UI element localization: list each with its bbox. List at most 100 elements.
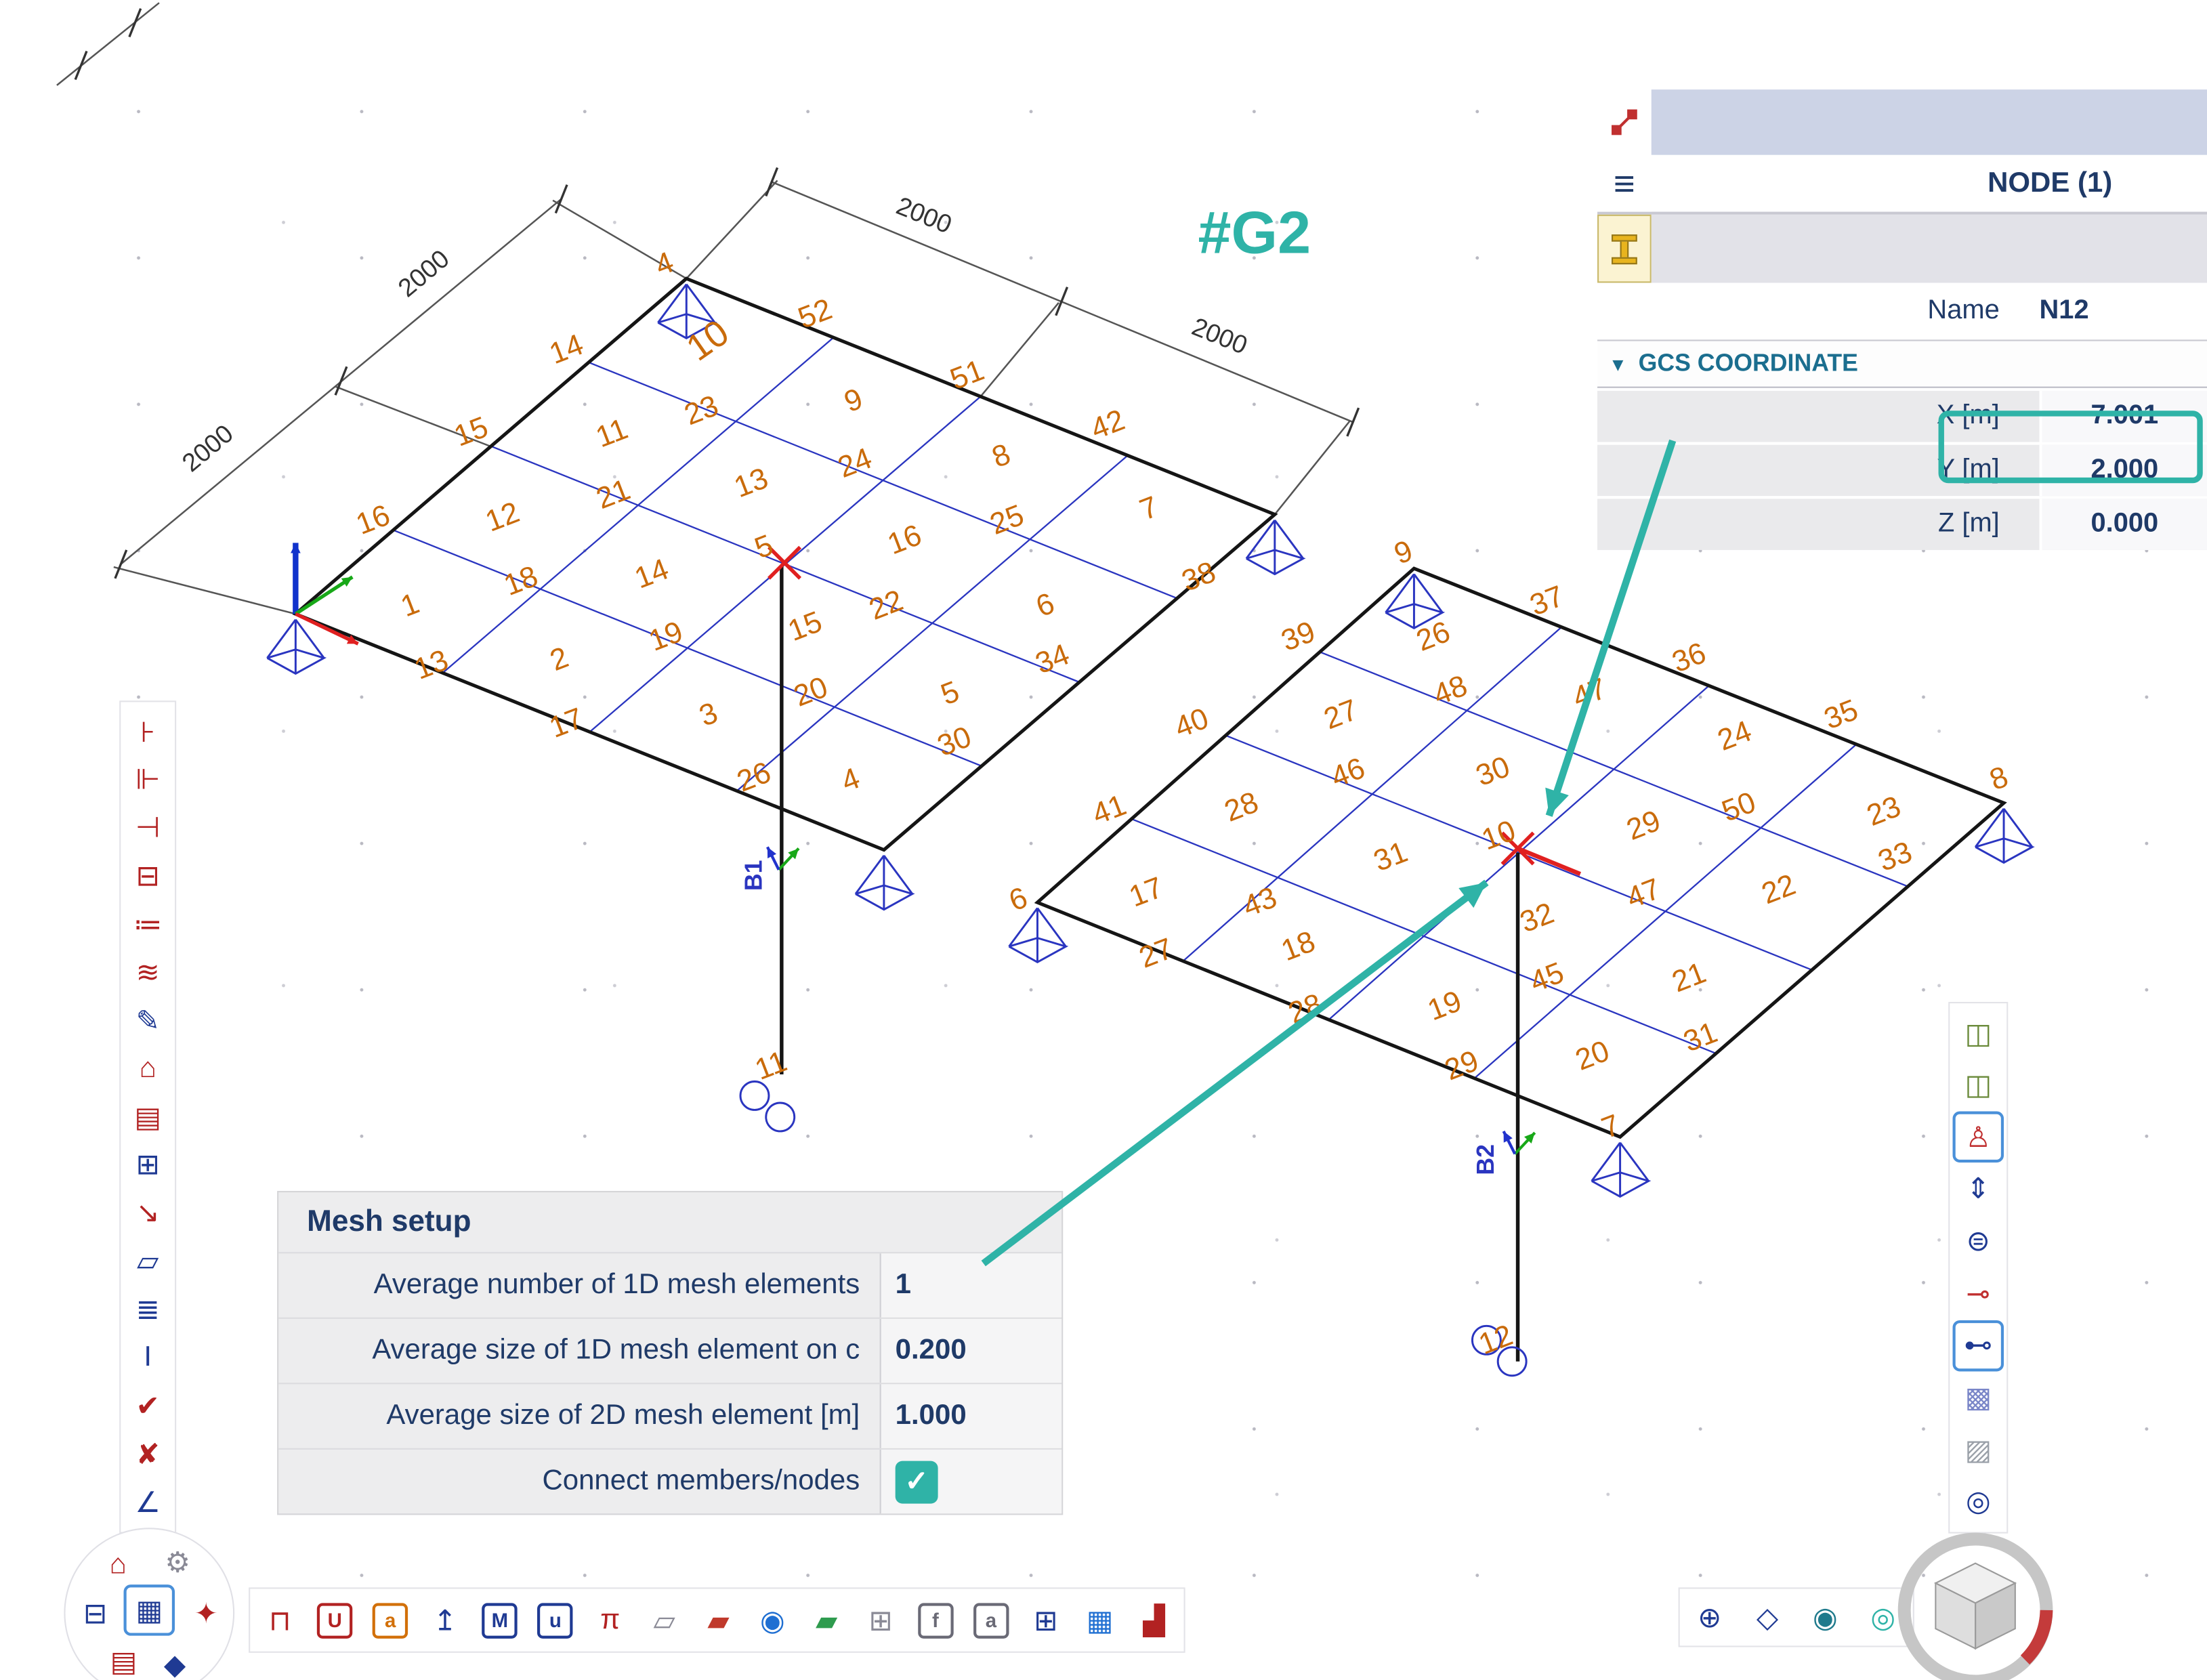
flexible-support-icon[interactable]: ⊟ (135, 861, 160, 893)
delete-icon[interactable]: ✘ (135, 1439, 160, 1471)
solid-icon[interactable]: ◆ (163, 1649, 186, 1680)
node-link-icon[interactable] (1597, 89, 1652, 155)
library-icon[interactable]: ▤ (110, 1646, 138, 1678)
region-icon[interactable]: ▱ (137, 1246, 159, 1278)
alpha-icon[interactable]: a (973, 1602, 1009, 1638)
mesh-number: 16 (883, 518, 926, 561)
zoom-icon[interactable]: ⊕ (1698, 1602, 1722, 1634)
solids-icon[interactable]: ⊞ (868, 1605, 893, 1637)
moment-label-icon[interactable]: M (482, 1602, 518, 1638)
frame-section-icon[interactable]: ◫ (1964, 1018, 1992, 1050)
arrow-corner-icon[interactable]: ↘ (135, 1198, 160, 1230)
mesh-setup-title: Mesh setup (307, 1205, 471, 1238)
fixed-support-icon[interactable]: ⊣ (135, 813, 161, 845)
text-cursor-icon[interactable]: I (144, 1341, 152, 1373)
mesh-1d-count-field[interactable]: 1 (895, 1269, 912, 1301)
mesh-number: 2 (545, 641, 572, 678)
node-display-icon[interactable]: ⊓ (268, 1605, 291, 1637)
mesh-number: 8 (1985, 760, 2013, 797)
slab-grey-icon[interactable]: ▱ (653, 1605, 675, 1637)
node-u-icon[interactable]: ◉ (760, 1605, 785, 1637)
mesh-number: 7 (1135, 490, 1162, 527)
chart-icon[interactable]: ▟ (1143, 1605, 1165, 1637)
x-label: X [m] (1936, 400, 2000, 431)
slab-results-icon[interactable]: ▰ (707, 1605, 730, 1637)
mesh-number: 17 (545, 702, 587, 744)
arrow-head (346, 635, 358, 644)
gcs-coordinate-section[interactable]: ▼ GCS COORDINATE (1597, 341, 2207, 388)
beam-section-icon[interactable] (1597, 214, 1652, 283)
collapse-triangle-icon[interactable]: ▼ (1608, 353, 1627, 375)
selected-element[interactable] (1517, 846, 1582, 877)
materials-icon[interactable]: ⊟ (83, 1598, 108, 1630)
selected-node-marker[interactable] (1500, 831, 1535, 866)
mesh-number: 22 (1757, 868, 1800, 910)
check-icon[interactable]: ✔ (135, 1391, 160, 1423)
menu-icon[interactable]: ≡ (1597, 154, 1652, 212)
home-icon[interactable]: ⌂ (109, 1548, 127, 1580)
visibility-icon[interactable]: ◉ (1813, 1602, 1838, 1634)
dot-grid-icon[interactable]: ▩ (1964, 1383, 1992, 1414)
slab-outline[interactable] (292, 276, 1278, 852)
dimension-tick (128, 7, 142, 38)
database-icon[interactable]: ⊜ (1966, 1226, 1990, 1258)
visibility-off-icon[interactable]: ◎ (1870, 1602, 1895, 1634)
layers-icon[interactable]: ≣ (135, 1295, 160, 1326)
member-label: B2 (1472, 1144, 1499, 1175)
line-support-icon[interactable]: ⊩ (135, 765, 161, 797)
slab-colored-icon[interactable]: ▰ (816, 1605, 838, 1637)
selected-node-marker[interactable] (768, 545, 802, 580)
point-support-icon[interactable]: ⊦ (140, 717, 156, 749)
mesh-number: 9 (840, 382, 867, 419)
x-coordinate-field[interactable]: 7.001 (2039, 390, 2207, 442)
tools-icon[interactable]: ✦ (194, 1598, 218, 1630)
checker-icon[interactable]: ▨ (1964, 1435, 1992, 1467)
function-f-icon[interactable]: f (917, 1602, 954, 1638)
subsoil-icon[interactable]: ≋ (135, 957, 160, 989)
mesh-number: 4 (837, 761, 864, 799)
table-icon[interactable]: ⊞ (1034, 1605, 1058, 1637)
mesh-line (1319, 651, 1908, 887)
pi-icon[interactable]: π (600, 1603, 621, 1635)
grid-icon[interactable]: ▦ (123, 1584, 175, 1636)
u-support-icon[interactable]: U (316, 1602, 353, 1638)
cube-left-face[interactable] (1935, 1582, 1977, 1650)
frame-icon[interactable]: ⌂ (139, 1052, 156, 1084)
mesh-number: 18 (499, 560, 542, 602)
updown-arrows-icon[interactable]: ⇕ (1966, 1174, 1990, 1206)
displacement-label-icon[interactable]: u (537, 1602, 574, 1638)
load-panel-icon[interactable]: ≔ (133, 909, 163, 941)
opening-icon[interactable]: ⊞ (135, 1150, 160, 1182)
person-icon[interactable]: ♙ (1952, 1112, 2004, 1163)
wall-icon[interactable]: ▤ (134, 1101, 162, 1134)
local-axes-icon[interactable]: ↥ (433, 1605, 457, 1637)
connect-members-checkbox[interactable]: ✓ (895, 1460, 938, 1503)
name-label: Name (1927, 295, 2000, 326)
mesh-number: 18 (1277, 925, 1320, 967)
navigation-cube[interactable] (1889, 1524, 2062, 1680)
mesh-number: 21 (592, 473, 635, 516)
member-check-icon[interactable]: ⊷ (1952, 1320, 2004, 1372)
brush-icon[interactable]: ✎ (135, 1005, 160, 1037)
z-coordinate-field[interactable]: 0.000 (2039, 499, 2207, 550)
angle-icon[interactable]: ∠ (135, 1487, 161, 1519)
table-blue-icon[interactable]: ▦ (1086, 1605, 1114, 1637)
eye-icon[interactable]: ◎ (1965, 1487, 1991, 1519)
name-row: Name N12 (1597, 282, 2207, 341)
name-value[interactable]: N12 (2039, 295, 2089, 326)
connect-icon[interactable]: ⊸ (1966, 1278, 1990, 1310)
mesh-number: 27 (1135, 931, 1177, 974)
gears-icon[interactable]: ⚙ (165, 1547, 191, 1578)
y-coordinate-field[interactable]: 2.000 (2039, 444, 2207, 497)
mesh-2d-size-field[interactable]: 1.000 (895, 1400, 967, 1431)
frame-section2-icon[interactable]: ◫ (1964, 1070, 1992, 1102)
label-a-icon[interactable]: a (372, 1602, 408, 1638)
mesh-1d-size-field[interactable]: 0.200 (895, 1334, 967, 1366)
support-pyramid (1974, 807, 2035, 864)
mesh-number: 51 (946, 354, 988, 396)
mesh-number: 40 (1170, 702, 1213, 744)
dimension-line (1274, 420, 1351, 516)
view-cube-icon[interactable]: ◇ (1756, 1602, 1779, 1634)
axis-arrow (295, 612, 359, 646)
